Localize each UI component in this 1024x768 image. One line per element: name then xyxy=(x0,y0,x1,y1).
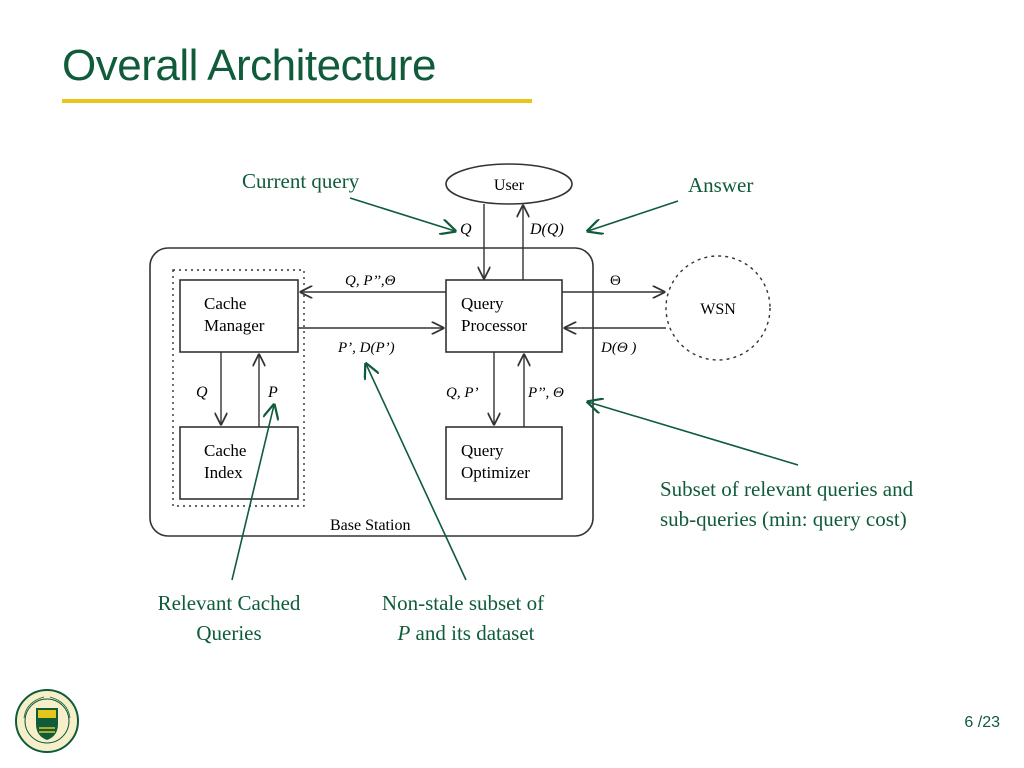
edge-label-qp-to-wsn: Θ xyxy=(610,273,621,289)
callout-nonstale-var: P xyxy=(396,621,410,645)
callout-relevant-line1: Relevant Cached xyxy=(158,591,301,615)
edge-label-ci-to-cm: P xyxy=(267,384,278,401)
query-optimizer-label-1: Query xyxy=(461,441,504,460)
edge-label-qp-to-qo: Q, P’ xyxy=(446,385,479,401)
callout-nonstale-line2: P and its dataset xyxy=(396,621,534,645)
cache-index-label-1: Cache xyxy=(204,441,246,460)
cache-index-label-2: Index xyxy=(204,463,243,482)
edge-label-qp-to-user: D(Q) xyxy=(529,221,564,238)
callout-relevant-line2: Queries xyxy=(196,621,261,645)
arrow-current-query xyxy=(349,197,455,231)
query-processor-box xyxy=(445,279,563,353)
query-optimizer-label-2: Optimizer xyxy=(461,463,530,482)
title-underline xyxy=(62,99,532,103)
university-crest-icon xyxy=(15,689,79,753)
edge-label-qo-to-qp: P’’, Θ xyxy=(527,385,564,401)
cache-manager-label-2: Manager xyxy=(204,316,265,335)
wsn-label: WSN xyxy=(700,301,736,318)
edge-label-cm-to-qp: P’, D(P’) xyxy=(337,340,395,356)
callout-nonstale-line1: Non-stale subset of xyxy=(382,591,544,615)
arrow-relevant xyxy=(231,405,274,581)
callout-subset-line1: Subset of relevant queries and xyxy=(660,477,914,501)
base-station-label: Base Station xyxy=(330,517,410,534)
query-processor-label-2: Processor xyxy=(461,316,527,335)
base-station-container xyxy=(149,247,594,537)
callout-answer: Answer xyxy=(688,173,753,197)
query-optimizer-box xyxy=(445,426,563,500)
edge-label-qp-to-cm: Q, P’’,Θ xyxy=(345,273,396,289)
cache-group-dotted xyxy=(172,269,305,507)
user-label: User xyxy=(494,177,525,194)
edge-label-user-to-qp: Q xyxy=(460,221,472,238)
callout-nonstale-rest: and its dataset xyxy=(410,621,534,645)
page-number: 6 /23 xyxy=(964,714,1000,731)
edge-label-wsn-to-qp: D(Θ ) xyxy=(600,340,636,356)
query-processor-label-1: Query xyxy=(461,294,504,313)
callout-current-query: Current query xyxy=(242,169,360,193)
user-node xyxy=(445,163,573,205)
callout-subset-line2: sub-queries (min: query cost) xyxy=(660,507,907,531)
slide-title: Overall Architecture xyxy=(62,41,436,90)
wsn-node xyxy=(665,255,771,361)
arrow-answer xyxy=(588,200,679,231)
cache-manager-box xyxy=(179,279,299,353)
cache-index-box xyxy=(179,426,299,500)
cache-manager-label-1: Cache xyxy=(204,294,246,313)
edge-label-cm-to-ci: Q xyxy=(196,384,208,401)
arrow-nonstale xyxy=(366,364,467,581)
arrow-subset xyxy=(588,402,799,466)
